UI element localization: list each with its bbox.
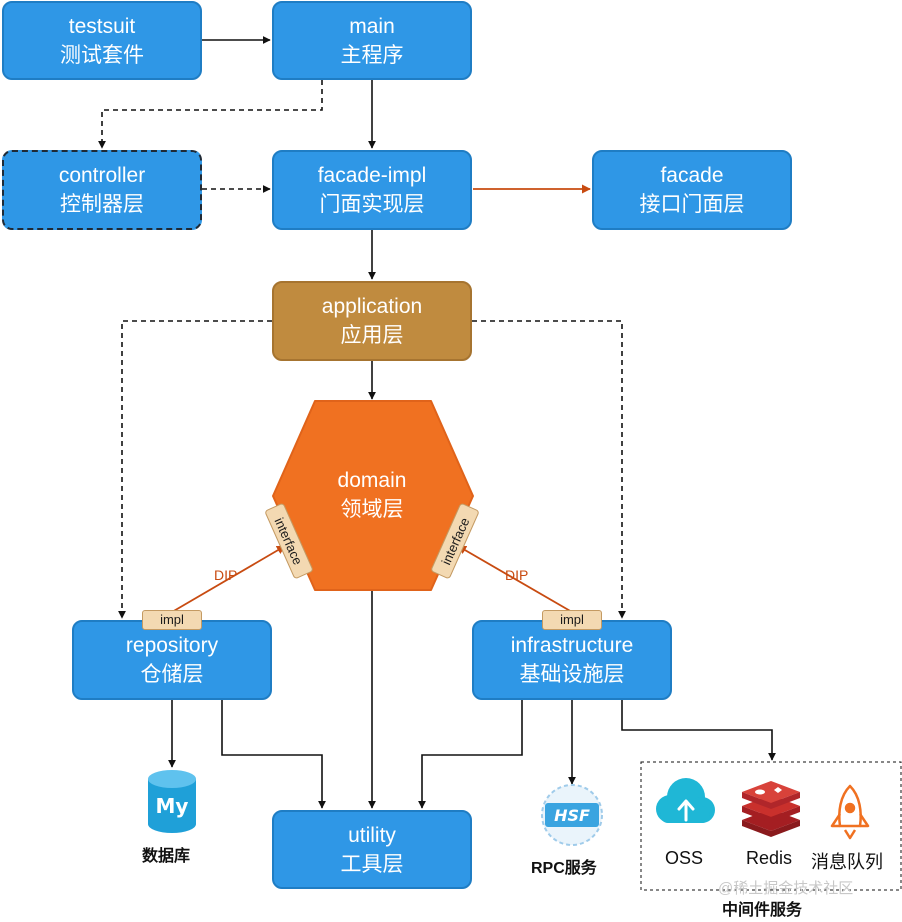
node-utility-zh: 工具层 xyxy=(340,852,404,876)
svg-text:HSF: HSF xyxy=(554,806,590,825)
mysql-caption: 数据库 xyxy=(142,848,191,865)
domain-hexagon[interactable] xyxy=(272,400,474,591)
node-repository-en: repository xyxy=(125,634,219,657)
node-domain-en: domain xyxy=(337,469,407,492)
rpc-caption: RPC服务 xyxy=(531,860,597,877)
node-controller[interactable]: controller 控制器层 xyxy=(2,150,202,230)
node-controller-en: controller xyxy=(58,164,146,187)
node-domain-zh: 领域层 xyxy=(340,498,404,521)
node-main[interactable]: main 主程序 xyxy=(272,1,472,80)
oss-cloud-icon xyxy=(656,778,715,823)
mysql-database-icon: My xyxy=(148,770,196,833)
node-repository-zh: 仓储层 xyxy=(140,663,204,686)
node-facade[interactable]: facade 接口门面层 xyxy=(592,150,792,230)
dip-label-left: DIP xyxy=(214,567,238,583)
edge-infrastructure-middleware xyxy=(621,700,776,761)
node-controller-zh: 控制器层 xyxy=(60,193,144,216)
edge-infrastructure-utility xyxy=(418,700,523,809)
dashed-edges xyxy=(98,80,626,619)
oss-label: OSS xyxy=(665,848,704,868)
node-facade-impl[interactable]: facade-impl 门面实现层 xyxy=(272,150,472,230)
node-application-en: application xyxy=(321,295,423,318)
red-edges xyxy=(171,184,591,613)
node-utility[interactable]: utility 工具层 xyxy=(272,810,472,889)
impl-tag-repository: impl xyxy=(142,610,202,630)
node-repository[interactable]: repository 仓储层 xyxy=(72,620,272,700)
node-facade-impl-en: facade-impl xyxy=(317,164,427,187)
edge-application-repository xyxy=(118,320,272,619)
node-testsuit-zh: 测试套件 xyxy=(60,43,144,67)
node-application-zh: 应用层 xyxy=(340,324,404,347)
node-testsuit[interactable]: testsuit 测试套件 xyxy=(2,1,202,80)
hsf-rpc-icon: HSF xyxy=(541,784,603,846)
node-testsuit-en: testsuit xyxy=(68,14,136,38)
node-main-en: main xyxy=(349,14,395,38)
node-facade-en: facade xyxy=(660,164,724,187)
node-infrastructure[interactable]: infrastructure 基础设施层 xyxy=(472,620,672,700)
redis-label: Redis xyxy=(746,848,793,868)
middleware-group-frame xyxy=(640,761,902,891)
edge-application-infrastructure xyxy=(472,320,626,619)
edge-dip-infrastructure xyxy=(457,545,573,613)
node-domain-label: domain 领域层 xyxy=(272,466,472,524)
message-queue-rocket-icon xyxy=(830,784,870,840)
node-application[interactable]: application 应用层 xyxy=(272,281,472,361)
node-infrastructure-en: infrastructure xyxy=(510,634,634,657)
edge-dip-repository xyxy=(171,545,286,613)
solid-edges xyxy=(168,36,776,809)
node-utility-en: utility xyxy=(348,823,396,847)
edge-main-controller xyxy=(98,80,323,149)
dip-label-right: DIP xyxy=(505,567,529,583)
middleware-caption: 中间件服务 xyxy=(722,902,803,919)
watermark: @稀土掘金技术社区 xyxy=(718,880,854,897)
redis-icon xyxy=(742,781,800,837)
impl-tag-infrastructure: impl xyxy=(542,610,602,630)
edge-repository-utility xyxy=(221,700,326,809)
node-main-zh: 主程序 xyxy=(340,43,404,67)
mq-label: 消息队列 xyxy=(811,852,883,872)
node-facade-impl-zh: 门面实现层 xyxy=(319,193,425,216)
node-facade-zh: 接口门面层 xyxy=(639,193,745,216)
svg-text:My: My xyxy=(156,794,189,818)
node-infrastructure-zh: 基础设施层 xyxy=(519,663,625,686)
